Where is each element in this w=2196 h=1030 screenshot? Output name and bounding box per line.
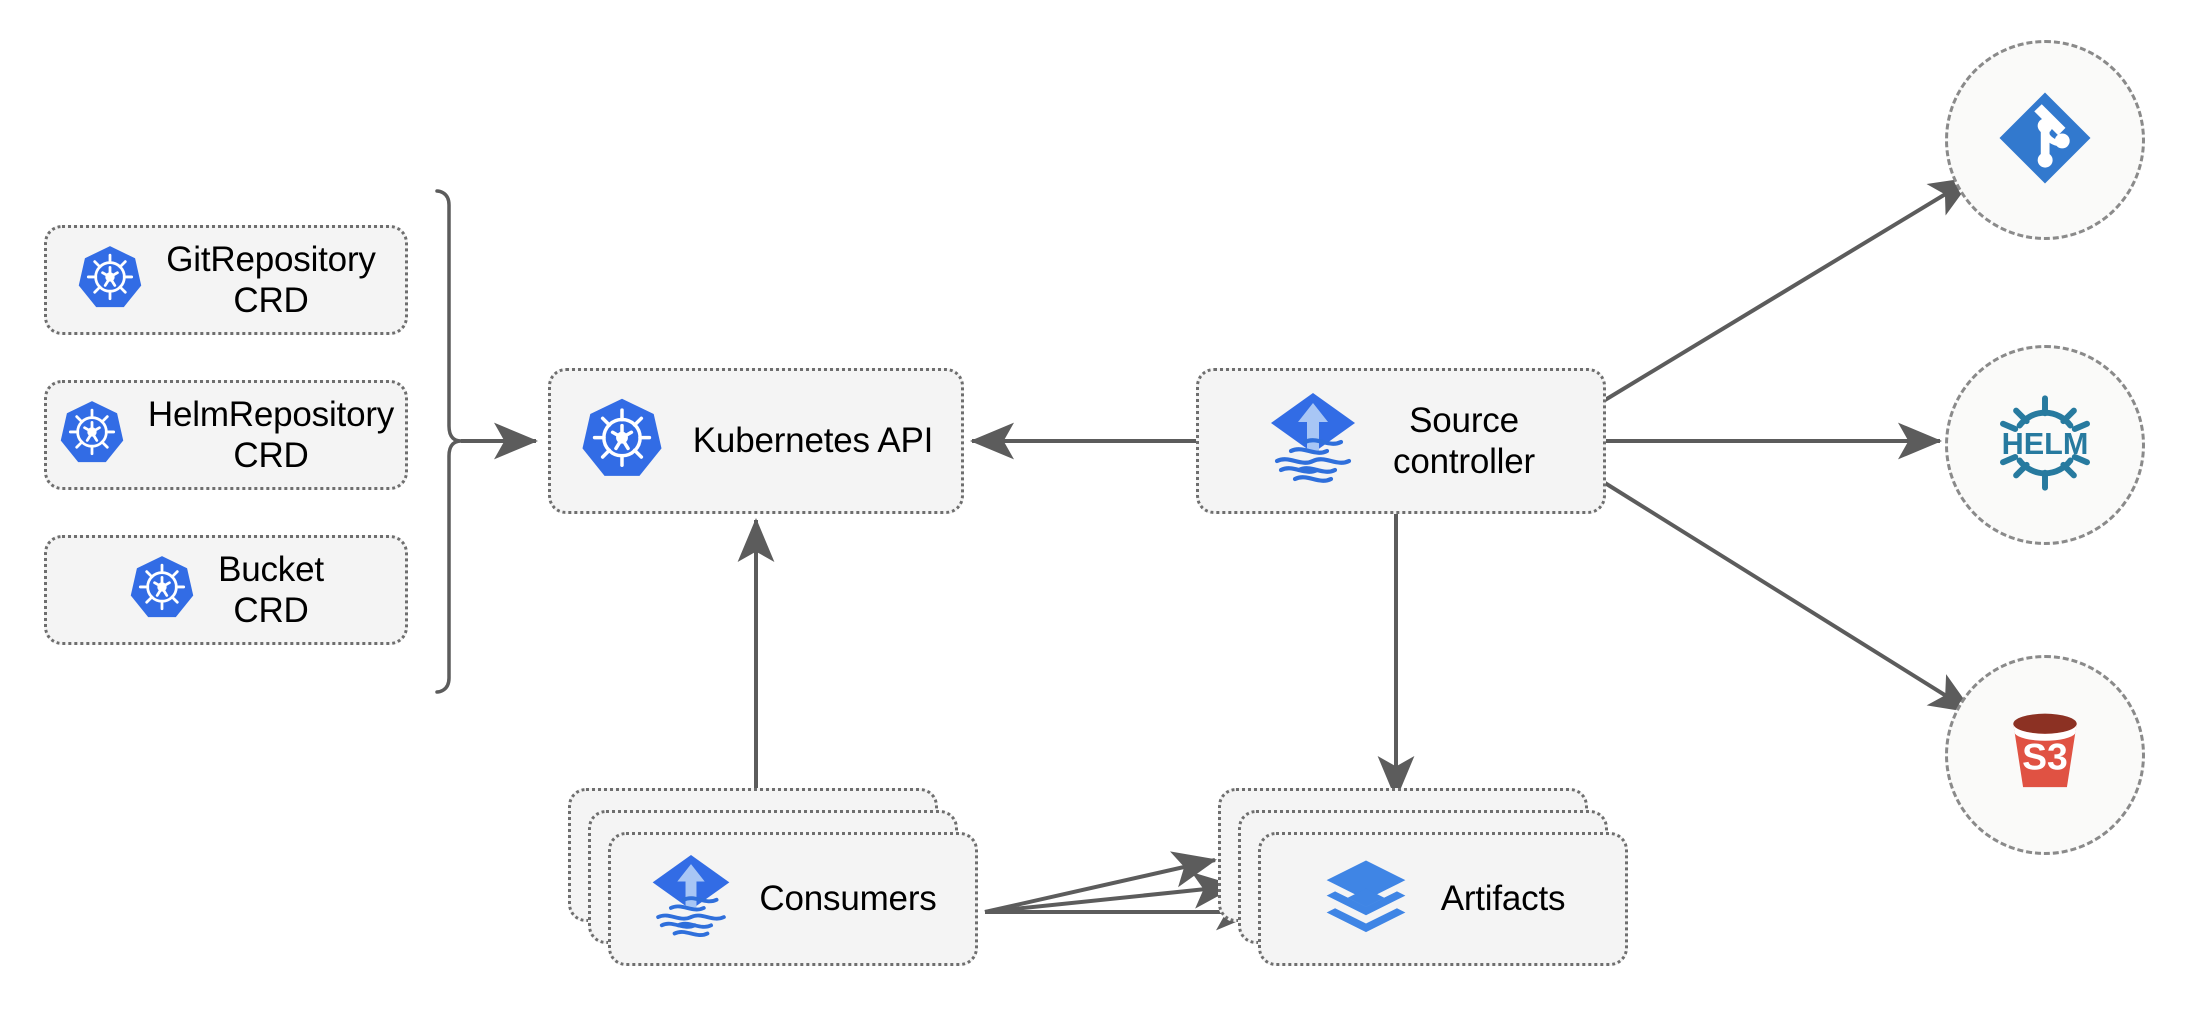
helm-backend-circle[interactable]: HELM [1945, 345, 2145, 545]
s3-wordmark: S3 [2022, 735, 2068, 777]
helmrepository-crd-label: HelmRepository CRD [147, 394, 395, 475]
source-controller-node[interactable]: Source controller [1196, 368, 1606, 514]
edge-consumers-to-artifacts-middle [984, 872, 1237, 914]
artifacts-card[interactable]: Artifacts [1258, 832, 1628, 966]
layers-icon [1321, 852, 1411, 947]
consumers-label: Consumers [759, 879, 937, 919]
kubernetes-icon [58, 399, 126, 472]
helm-icon: HELM [1989, 387, 2101, 504]
edge-source-controller-to-s3 [1603, 481, 1974, 714]
bucket-crd-label: Bucket CRD [218, 549, 324, 630]
helm-wordmark: HELM [2002, 427, 2089, 461]
consumers-card[interactable]: Consumers [608, 832, 978, 966]
kubernetes-api-label: Kubernetes API [692, 421, 934, 461]
helmrepository-crd-card[interactable]: HelmRepository CRD [44, 380, 408, 490]
artifacts-stack[interactable]: Artifacts [1218, 788, 1648, 988]
gitrepository-crd-label: GitRepository CRD [166, 239, 376, 320]
kubernetes-icon [579, 396, 665, 487]
edge-consumers-to-artifacts-back [984, 851, 1217, 914]
git-icon [1993, 86, 2097, 195]
edge-source-controller-to-git [1603, 176, 1974, 402]
flux-icon [1267, 389, 1359, 494]
consumers-stack[interactable]: Consumers [568, 788, 998, 988]
s3-backend-circle[interactable]: S3 [1945, 655, 2145, 855]
kubernetes-icon [76, 244, 144, 317]
source-controller-label: Source controller [1393, 400, 1535, 481]
kubernetes-api-node[interactable]: Kubernetes API [548, 368, 964, 514]
bucket-crd-card[interactable]: Bucket CRD [44, 535, 408, 645]
artifacts-label: Artifacts [1440, 879, 1566, 919]
flux-icon [649, 851, 733, 948]
gitrepository-crd-card[interactable]: GitRepository CRD [44, 225, 408, 335]
crd-group-bracket [435, 189, 462, 694]
kubernetes-icon [128, 554, 196, 627]
s3-icon: S3 [1993, 701, 2097, 810]
git-backend-circle[interactable] [1945, 40, 2145, 240]
